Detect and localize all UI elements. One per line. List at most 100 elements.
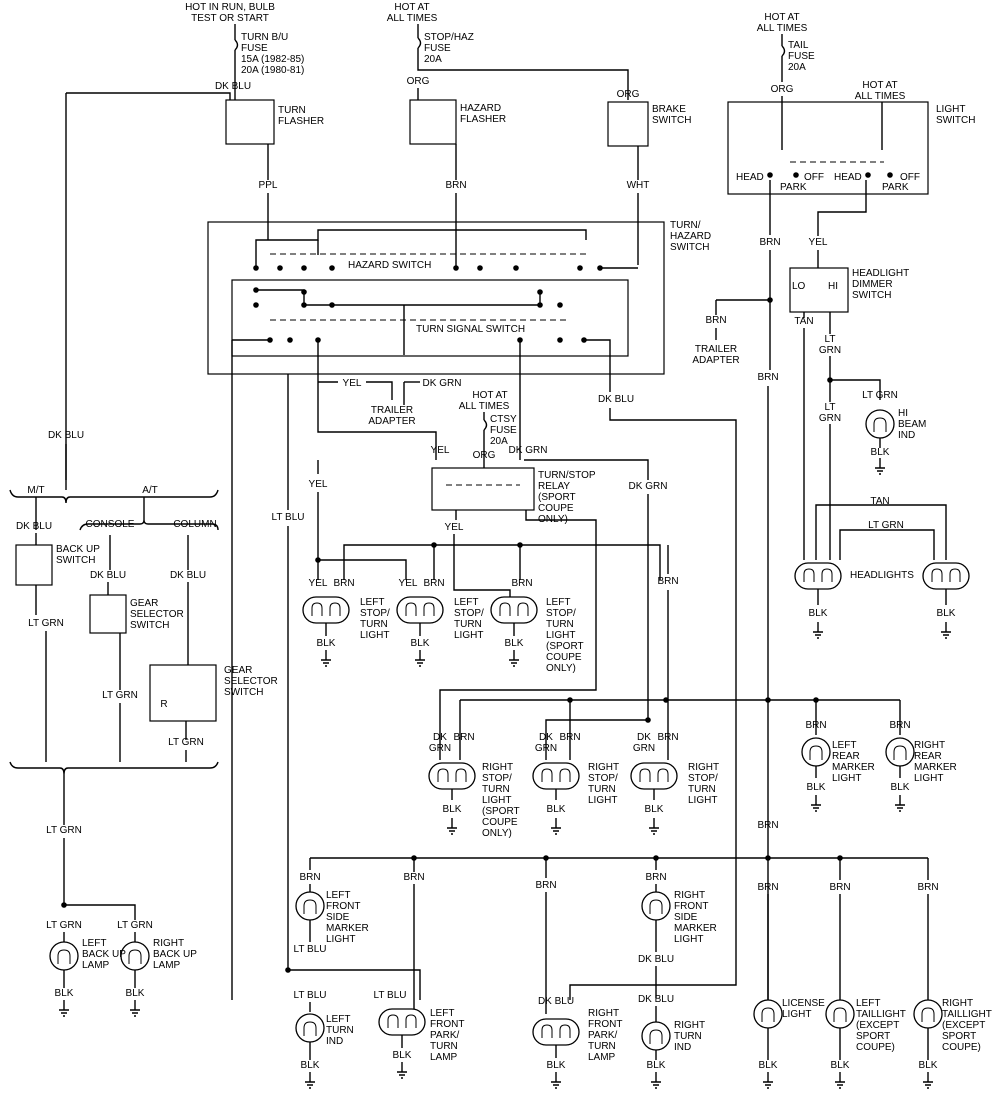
label: BRN (299, 872, 320, 883)
wire (830, 379, 881, 400)
label: COUPE) (856, 1042, 895, 1053)
label: REAR (832, 751, 860, 762)
lamp-filament (437, 768, 449, 782)
label: TURN (430, 1041, 458, 1052)
splice-dot (267, 337, 273, 343)
label: DK BLU (48, 430, 84, 441)
label: FRONT (588, 1019, 622, 1030)
lamp-filament (931, 568, 943, 582)
label: HEADLIGHTS (850, 570, 914, 581)
splice-dot (537, 302, 543, 308)
label: PARK/ (588, 1030, 617, 1041)
label: 20A (1980-81) (241, 65, 304, 76)
label: GEAR (130, 598, 158, 609)
lamp-filament (639, 768, 651, 782)
label: TURN (482, 784, 510, 795)
lamp-bulb (295, 1013, 325, 1043)
ground-symbol (509, 659, 519, 667)
label: YEL (809, 237, 828, 248)
ground-symbol (895, 804, 905, 812)
lamp-filament (303, 899, 317, 914)
fuse-symbol (483, 419, 488, 431)
label: TAN (794, 316, 813, 327)
ground-symbol (763, 1081, 773, 1089)
splice-dot (645, 717, 651, 723)
label: BLK (443, 804, 462, 815)
label: FRONT (674, 901, 708, 912)
label: COUPE (546, 652, 582, 663)
wire (817, 180, 867, 236)
label: LT GRN (102, 690, 138, 701)
ground-symbol (551, 827, 561, 835)
label: TURN/ (670, 220, 701, 231)
lamp-filament (387, 1014, 399, 1028)
label: LEFT (832, 740, 856, 751)
label: LIGHT (326, 934, 355, 945)
label: BEAM (898, 419, 926, 430)
label: FUSE (788, 51, 815, 62)
label: YEL (309, 578, 328, 589)
label: ALL TIMES (459, 401, 510, 412)
label: LT GRN (862, 390, 898, 401)
label: BRN (805, 720, 826, 731)
label: MARKER (674, 923, 717, 934)
wire (815, 504, 947, 560)
label: DK BLU (538, 996, 574, 1007)
wire (317, 492, 407, 580)
label: LEFT (430, 1008, 454, 1019)
label: COUPE (538, 503, 574, 514)
wire (287, 526, 421, 1000)
wires (9, 24, 951, 1089)
splice-dot (329, 302, 335, 308)
label: LAMP (153, 960, 181, 971)
label: BACK UP (56, 544, 100, 555)
label: LEFT (326, 1014, 350, 1025)
label: ONLY) (482, 828, 512, 839)
label: YEL (343, 378, 362, 389)
label: ORG (617, 89, 640, 100)
label: CONSOLE (86, 519, 135, 530)
splice-dot (513, 265, 519, 271)
label: LT GRN (168, 737, 204, 748)
splice-dot (315, 337, 321, 343)
label: LT GRN (117, 920, 153, 931)
ground-symbol (321, 659, 331, 667)
ground-symbol (835, 1081, 845, 1089)
wire (63, 838, 136, 920)
wire (366, 381, 393, 400)
label: LIGHT (588, 795, 617, 806)
splice-dot (453, 265, 459, 271)
label: BRN (889, 720, 910, 731)
label: YEL (431, 445, 450, 456)
ground-symbol (651, 1081, 661, 1089)
label: LT (825, 402, 836, 413)
label: (EXCEPT (942, 1020, 985, 1031)
label: LT GRN (868, 520, 904, 531)
ground-symbol (397, 1071, 407, 1079)
label: DK BLU (638, 994, 674, 1005)
splice-dot (581, 337, 587, 343)
label: BLK (645, 804, 664, 815)
label: RIGHT (588, 762, 619, 773)
label: BRN (535, 880, 556, 891)
ground-symbol (551, 1081, 561, 1089)
label: BLK (807, 782, 826, 793)
lamp-filament (873, 417, 887, 432)
lamp-filament (423, 602, 435, 616)
label: HAZARD (670, 231, 711, 242)
label: ALL TIMES (757, 23, 808, 34)
splice-dot (557, 302, 563, 308)
dual-lamp (532, 762, 580, 790)
label: 20A (424, 54, 442, 65)
lamp-bulb (753, 999, 783, 1029)
ground-symbol (59, 1009, 69, 1017)
backup-switch (15, 544, 53, 586)
label: BRN (453, 732, 474, 743)
label: STOP/HAZ (424, 32, 474, 43)
label: TURN (546, 619, 574, 630)
label: HEAD (834, 172, 862, 183)
ground-symbol (811, 804, 821, 812)
label: TURN (674, 1031, 702, 1042)
dual-lamp (630, 762, 678, 790)
